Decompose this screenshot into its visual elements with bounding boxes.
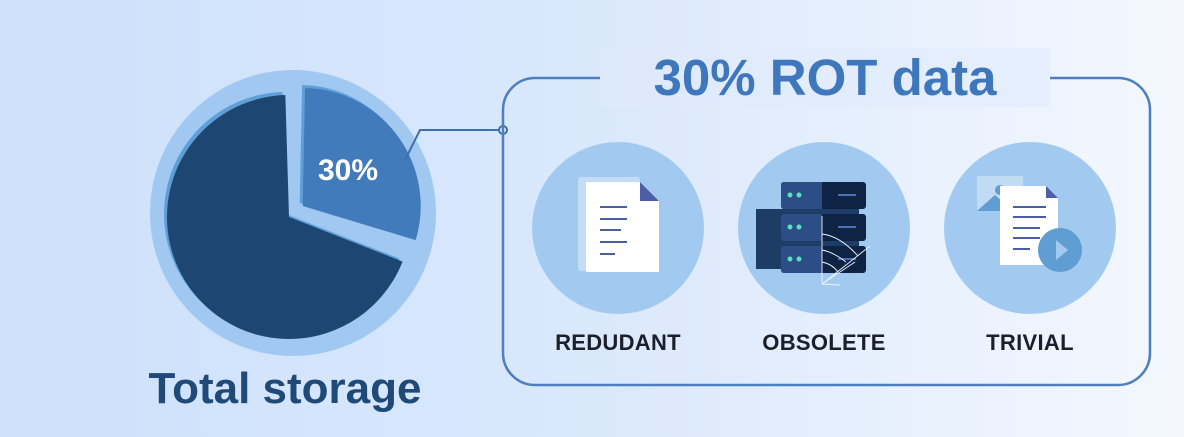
pie-chart: [163, 84, 421, 340]
pie-slice-label: 30%: [318, 154, 379, 187]
page-title: 30% ROT data: [600, 48, 1050, 107]
connector-line: [404, 129, 503, 161]
category-label-obsolete: OBSOLETE: [762, 330, 886, 355]
media-document-icon: [977, 176, 1082, 272]
total-storage-caption: Total storage: [148, 364, 422, 413]
category-label-trivial: TRIVIAL: [986, 330, 1074, 355]
pie-slice-other-data: [166, 95, 403, 340]
category-label-redundant: REDUDANT: [555, 330, 681, 355]
server-cobweb-icon: [756, 182, 871, 286]
pie-slice-rot-data: [302, 87, 421, 241]
document-icon: [578, 177, 659, 272]
